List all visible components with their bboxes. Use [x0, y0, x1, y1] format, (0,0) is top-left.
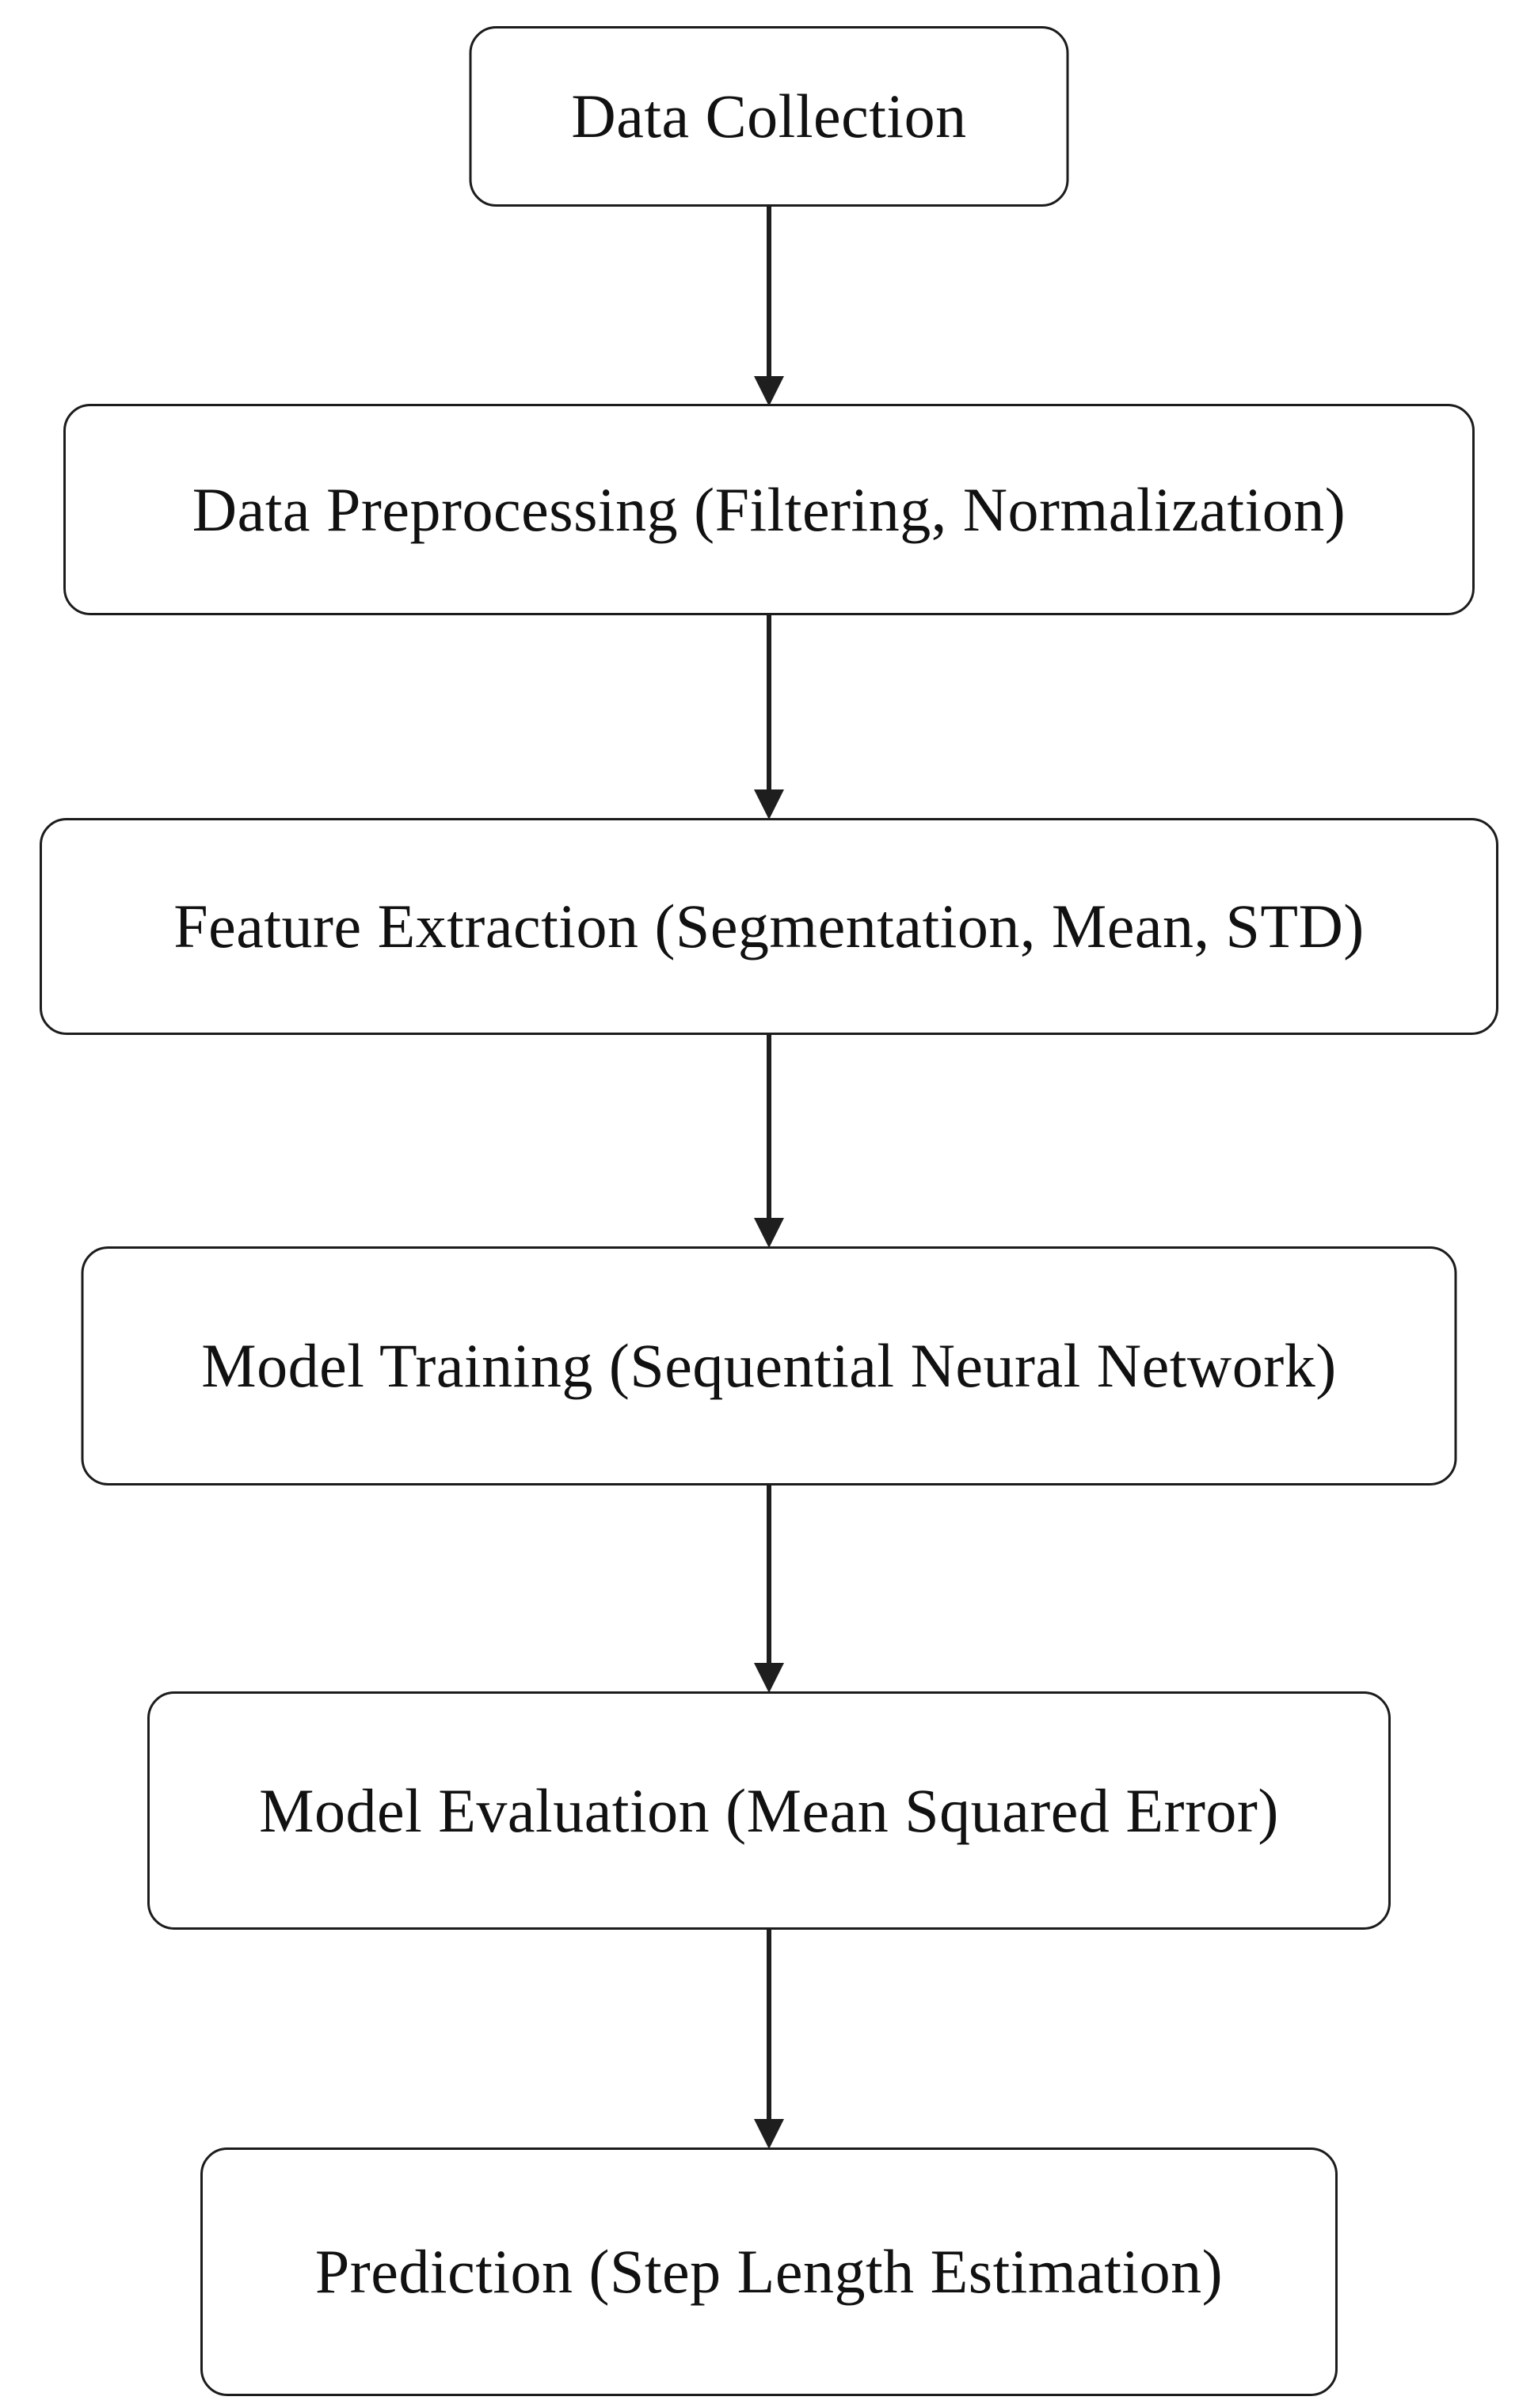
node-label-model-evaluation: Model Evaluation (Mean Squared Error) — [259, 1775, 1279, 1845]
flow-node-model-training: Model Training (Sequential Neural Networ… — [81, 1246, 1457, 1486]
arrow-line — [767, 1930, 771, 2121]
arrow-line — [767, 1486, 771, 1664]
node-label-data-preprocessing: Data Preprocessing (Filtering, Normaliza… — [192, 474, 1346, 544]
arrow-line — [767, 615, 771, 791]
node-label-data-collection: Data Collection — [571, 82, 967, 150]
arrow-down-icon — [754, 376, 784, 406]
connector-arrow-5 — [754, 1930, 784, 2149]
arrow-down-icon — [754, 1218, 784, 1248]
arrow-down-icon — [754, 2119, 784, 2149]
arrow-line — [767, 207, 771, 378]
connector-arrow-1 — [754, 207, 784, 406]
arrow-down-icon — [754, 789, 784, 820]
flow-node-data-collection: Data Collection — [469, 26, 1069, 207]
flow-node-prediction: Prediction (Step Length Estimation) — [200, 2147, 1338, 2396]
arrow-down-icon — [754, 1663, 784, 1693]
connector-arrow-3 — [754, 1035, 784, 1248]
node-label-prediction: Prediction (Step Length Estimation) — [314, 2237, 1224, 2306]
arrow-line — [767, 1035, 771, 1219]
node-label-model-training: Model Training (Sequential Neural Networ… — [201, 1331, 1337, 1400]
flow-node-data-preprocessing: Data Preprocessing (Filtering, Normaliza… — [63, 404, 1475, 615]
flow-node-model-evaluation: Model Evaluation (Mean Squared Error) — [147, 1691, 1391, 1930]
flow-node-feature-extraction: Feature Extraction (Segmentation, Mean, … — [40, 818, 1498, 1035]
node-label-feature-extraction: Feature Extraction (Segmentation, Mean, … — [173, 892, 1365, 961]
connector-arrow-4 — [754, 1486, 784, 1693]
connector-arrow-2 — [754, 615, 784, 820]
